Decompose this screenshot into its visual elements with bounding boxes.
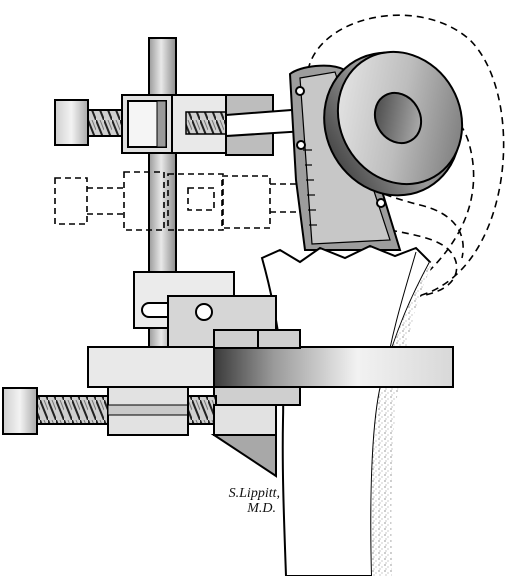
signature-degree: M.D. [246,501,276,516]
disc-hole [373,91,423,145]
horizontal-cutting-bar [87,329,454,406]
lower-post-clamp [133,271,277,349]
lower-threaded-rod [36,395,110,425]
clamp-ghost-outline [54,171,316,231]
upper-threaded-rod [87,109,127,137]
lower-screw-assembly [2,386,277,478]
humerus [260,244,432,576]
lower-knob [2,387,38,435]
cutting-wedge [210,434,277,478]
signature-name: S.Lippitt, [229,486,280,501]
humeral-head-outline-dashed [299,14,505,299]
upper-knob [54,99,89,146]
head-trial-disc [288,50,464,251]
upper-clamp-assembly [54,94,324,156]
